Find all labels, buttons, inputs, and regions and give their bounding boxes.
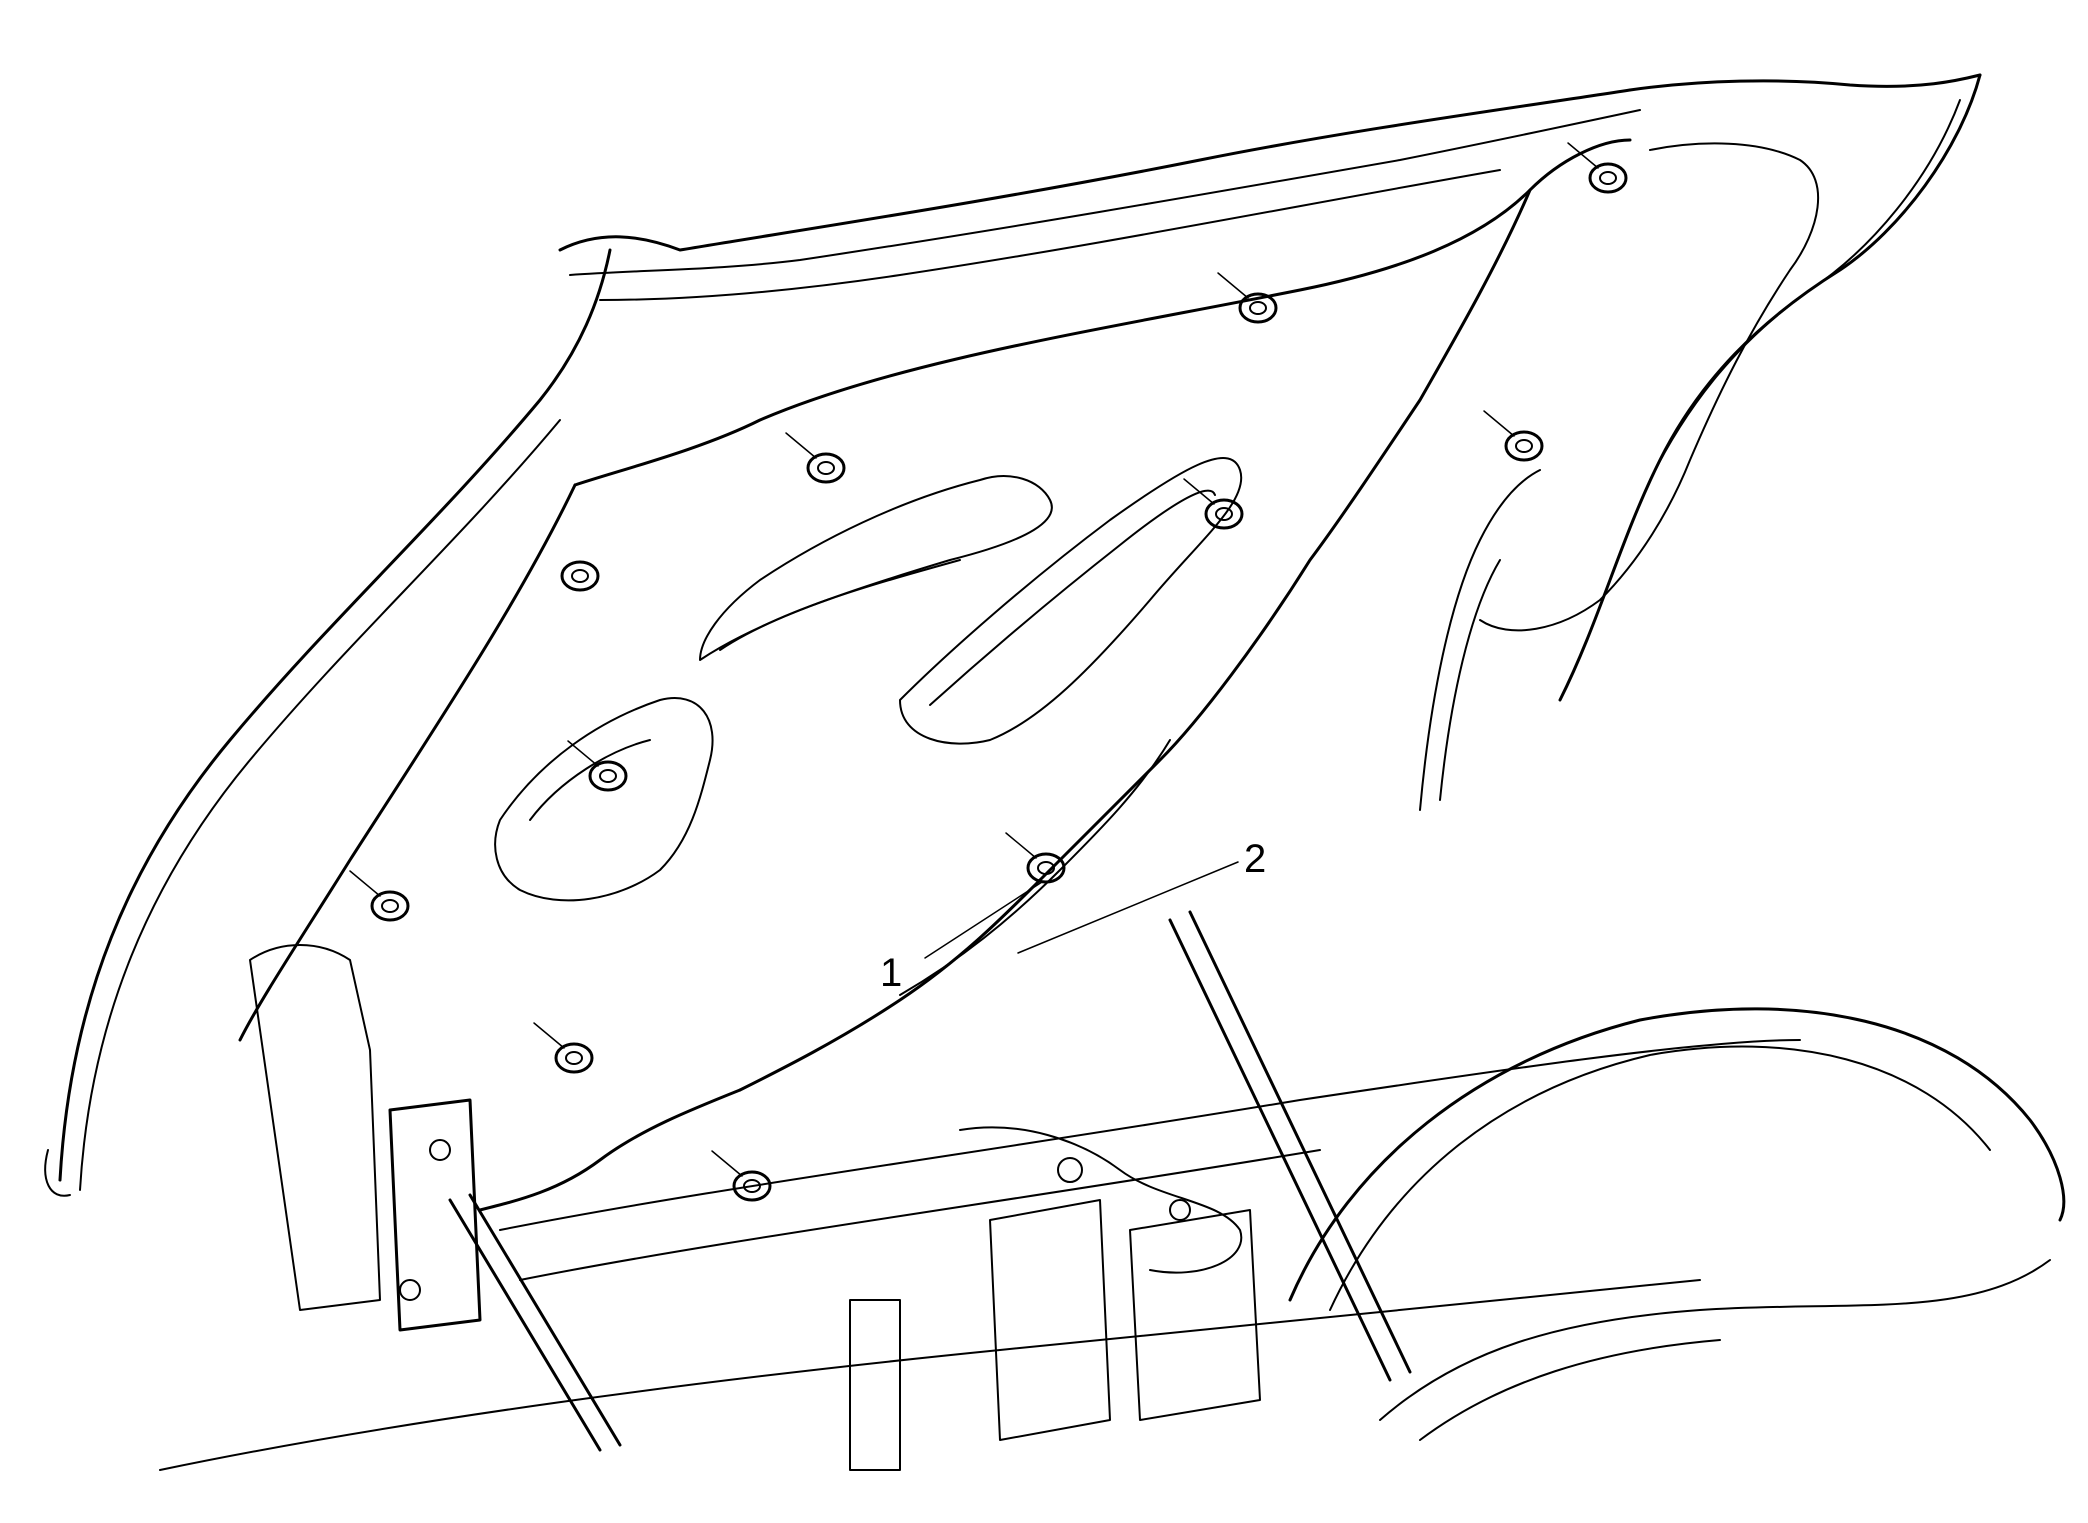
retainer-clip [567, 740, 628, 792]
retainer-clip [560, 560, 600, 592]
retainer-clip [785, 432, 846, 484]
retainer-clip [1005, 832, 1066, 884]
callout-1-label: 1 [880, 951, 902, 995]
hood-strut-right [1168, 910, 1412, 1382]
hood-strut-left [448, 1193, 622, 1452]
hood-insulator-pad [238, 138, 1632, 1212]
engine-compartment [159, 1039, 1801, 1471]
hood-hinge-left [249, 944, 482, 1332]
retainer-clip [711, 1150, 772, 1202]
callout-2: 2 [1017, 837, 1266, 954]
callout-1: 1 [880, 881, 1043, 995]
hood-outer-panel [44, 73, 1982, 1197]
callout-2-label: 2 [1244, 837, 1266, 881]
retainer-clip [349, 870, 410, 922]
retainer-clip [1183, 478, 1244, 530]
retainer-clip [1483, 410, 1544, 462]
insulator-retainers [349, 142, 1628, 1202]
fender-wheelhouse [1288, 1007, 2066, 1441]
retainer-clip [533, 1022, 594, 1074]
retainer-clip [1567, 142, 1628, 194]
hood-latch-assembly [959, 1126, 1261, 1441]
retainer-clip [1217, 272, 1278, 324]
